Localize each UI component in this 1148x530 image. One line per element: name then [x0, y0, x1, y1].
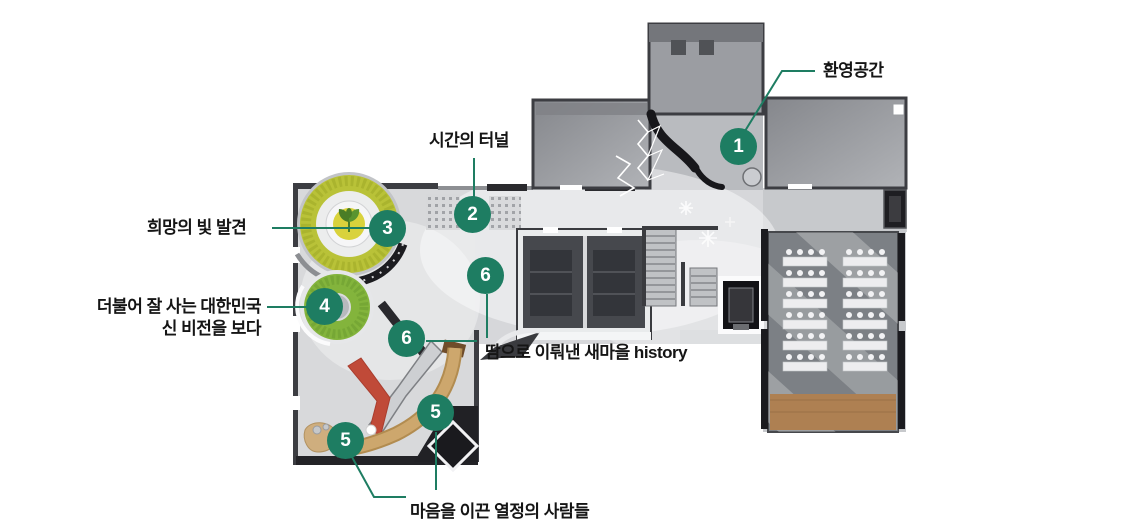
zone-marker-6-lower: 6 — [388, 320, 425, 357]
room-top-center-entrance — [647, 22, 765, 116]
zone-marker-5-left-number: 5 — [340, 430, 351, 451]
zone-marker-4: 4 — [306, 288, 343, 325]
zone-marker-6-upper-number: 6 — [480, 265, 491, 286]
zone-marker-5-left: 5 — [327, 422, 364, 459]
zone-label-vision-line1: 더불어 잘 사는 대한민국 — [96, 297, 262, 316]
zone-marker-5-right-number: 5 — [430, 402, 441, 423]
leader-line-zone1 — [744, 70, 815, 132]
welcome-hall-features — [615, 109, 762, 197]
room-top-left — [531, 98, 652, 190]
zone-marker-6-upper: 6 — [467, 257, 504, 294]
auditorium — [761, 229, 905, 433]
zone-marker-3-number: 3 — [382, 218, 393, 239]
zone-label-hope-light: 희망의 빛 발견 — [147, 218, 247, 237]
tunnel-mosaic-floor — [489, 196, 521, 230]
zone-label-vision: 더불어 잘 사는 대한민국 신 비전을 보다 — [60, 296, 262, 340]
zone-marker-6-lower-number: 6 — [401, 328, 412, 349]
leader-line-zone5-left — [351, 456, 406, 498]
room-top-right — [764, 96, 908, 229]
zone-marker-1-number: 1 — [733, 136, 744, 157]
zone-marker-3: 3 — [369, 210, 406, 247]
exhibit-hope-light-circle — [294, 172, 408, 287]
zone-label-welcome: 환영공간 — [823, 61, 884, 80]
restrooms-block — [516, 227, 652, 340]
zone-label-time-tunnel: 시간의 터널 — [429, 131, 509, 150]
zone-marker-2: 2 — [454, 196, 491, 233]
exhibit-dark-corner-diamond — [414, 406, 480, 473]
leader-lines — [267, 70, 815, 498]
elevator — [718, 276, 764, 334]
zone-marker-1: 1 — [720, 128, 757, 165]
staircase — [642, 226, 718, 307]
zone-label-passionate-people: 마음을 이끈 열정의 사람들 — [410, 502, 590, 521]
zone-marker-4-number: 4 — [319, 296, 330, 317]
zone-marker-2-number: 2 — [467, 204, 478, 225]
zone-marker-5-right: 5 — [417, 394, 454, 431]
zone-label-saemaul-history: 땀으로 이뤄낸 새마을 history — [485, 343, 688, 362]
zone-label-vision-line2: 신 비전을 보다 — [161, 319, 262, 338]
sprout-icon — [338, 208, 360, 232]
